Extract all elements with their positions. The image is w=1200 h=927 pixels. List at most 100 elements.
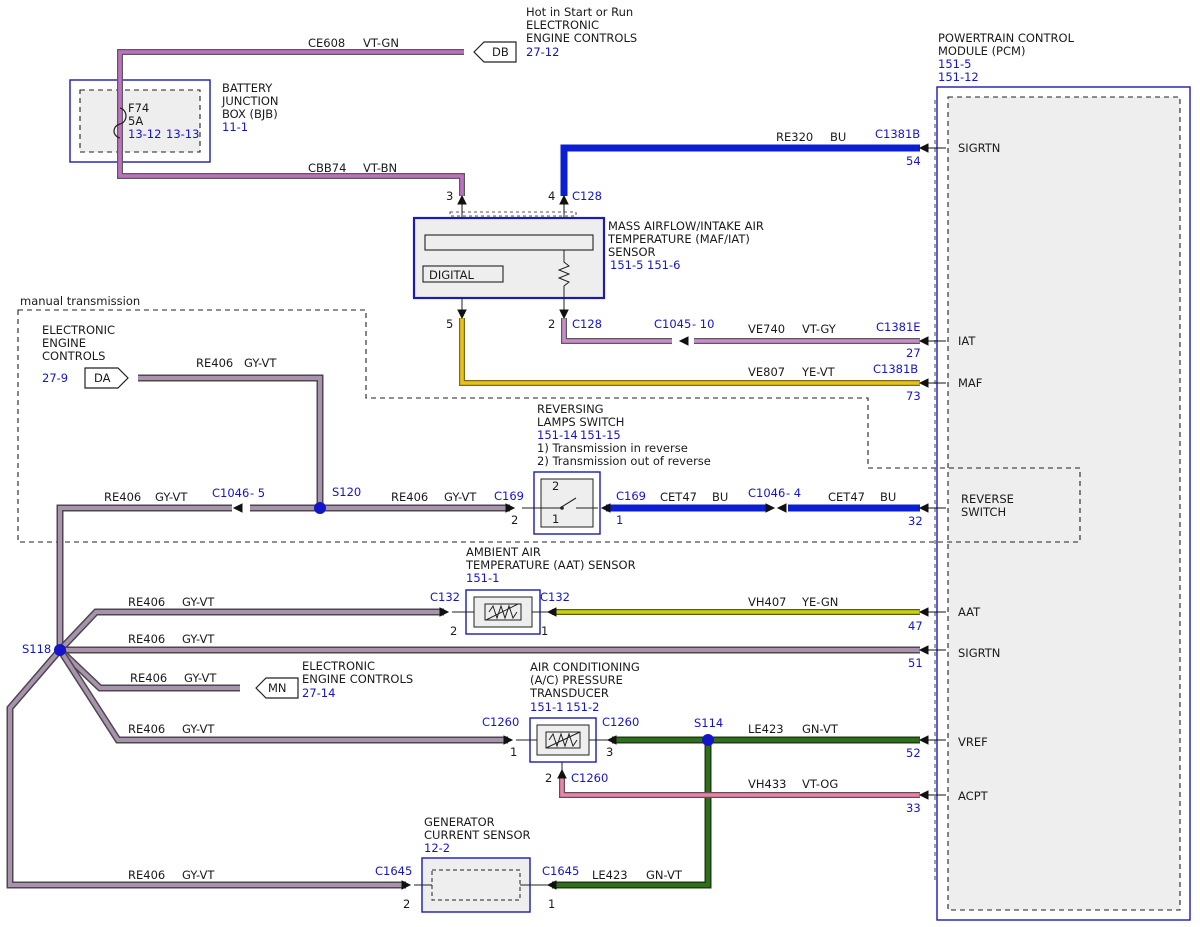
db-tag-label: DB	[492, 45, 509, 59]
pcm-pin-acpt: ACPT	[958, 789, 989, 803]
wire-re320-color: BU	[830, 130, 846, 144]
pcm-pin-maf: MAF	[958, 376, 982, 390]
wire-re406-aat	[57, 608, 444, 653]
wire-cbb74-color: VT-BN	[363, 161, 397, 175]
pcm-pin-iat: IAT	[958, 334, 976, 348]
c132-right-pin: 1	[541, 624, 548, 638]
wire-re406-left-color: GY-VT	[155, 490, 188, 504]
wire-re406-gen-color: GY-VT	[182, 868, 215, 882]
c132-left-pin: 2	[450, 624, 457, 638]
aat-ref: 151-1	[466, 571, 499, 585]
wire-vh407-color: YE-GN	[801, 595, 838, 609]
c1381b-54-name: C1381B	[875, 127, 920, 141]
wire-re406-da-circuit: RE406	[196, 356, 233, 370]
pcm-title-line1: POWERTRAIN CONTROL	[938, 31, 1075, 45]
bjb-ref-a: 13-12	[128, 127, 161, 141]
eec-mn-ref: 27-14	[302, 686, 335, 700]
wire-re406-ac-color: GY-VT	[182, 722, 215, 736]
c1645-left-pin: 2	[403, 897, 410, 911]
eec-da-line3: CONTROLS	[42, 349, 105, 363]
splice-s120-label: S120	[332, 485, 361, 499]
c1381e-pin: 27	[906, 346, 921, 360]
splice-s120	[314, 502, 326, 514]
pcm-ref1: 151-5	[938, 57, 971, 71]
pin-52: 52	[906, 746, 921, 760]
wire-le423-a-circuit: LE423	[748, 722, 784, 736]
pin-47: 47	[908, 619, 923, 633]
wire-cet47-b-color: BU	[880, 490, 896, 504]
pcm-pin-reverse1: REVERSE	[961, 492, 1014, 506]
reversing-note2: 2) Transmission out of reverse	[537, 454, 711, 468]
ac-title-line1: AIR CONDITIONING	[530, 660, 640, 674]
bjb-title-line1: BATTERY	[222, 81, 273, 95]
eec-mn-line2: ENGINE CONTROLS	[302, 672, 413, 686]
switch-pos-2: 2	[552, 479, 559, 493]
eec-da-ref: 27-9	[42, 371, 68, 385]
bjb-ref: 11-1	[222, 120, 248, 134]
c1045-name: C1045	[654, 317, 691, 331]
ac-ref-b: 151-2	[566, 700, 599, 714]
pcm-module-inner	[947, 96, 1181, 911]
wire-re406-left-circuit: RE406	[104, 490, 141, 504]
manual-transmission-region	[17, 309, 1081, 543]
ac-ref-a: 151-1	[530, 700, 563, 714]
wire-ve807-circuit: VE807	[748, 365, 785, 379]
maf-title-line2: TEMPERATURE (MAF/IAT)	[607, 232, 750, 246]
top-note-line3: ENGINE CONTROLS	[526, 31, 637, 45]
maf-ref-a: 151-5	[610, 258, 643, 272]
c1046-4-name: C1046	[748, 486, 785, 500]
reversing-note1: 1) Transmission in reverse	[537, 441, 688, 455]
pcm-pin-aat: AAT	[958, 605, 981, 619]
wire-re406-mid-circuit: RE406	[391, 490, 428, 504]
c169-right-pin: 1	[616, 513, 623, 527]
reversing-ref-a: 151-14	[537, 428, 578, 442]
generator-title-line2: CURRENT SENSOR	[424, 828, 531, 842]
switch-pos-1: 1	[552, 512, 559, 526]
ac-title-line2: (A/C) PRESSURE	[530, 673, 623, 687]
top-note-line1: Hot in Start or Run	[526, 5, 633, 19]
c132-left-name: C132	[430, 590, 460, 604]
db-connector-tag	[473, 41, 517, 63]
wire-ve740-color: VT-GY	[802, 322, 837, 336]
maf-pin5: 5	[446, 317, 453, 331]
aat-title-line1: AMBIENT AIR	[466, 545, 541, 559]
bjb-title-line2: JUNCTION	[221, 94, 279, 108]
maf-c128-bottom: C128	[572, 317, 602, 331]
splice-s114-label: S114	[694, 716, 723, 730]
connector-arrows	[232, 143, 946, 890]
c1046-4-pin: - 4	[786, 486, 801, 500]
c1381e-name: C1381E	[876, 320, 921, 334]
wire-le423-b-circuit: LE423	[592, 868, 628, 882]
splice-s118	[54, 644, 66, 656]
ac-title-line3: TRANSDUCER	[529, 686, 609, 700]
c1260-bottom-name: C1260	[571, 771, 608, 785]
maf-ref-b: 151-6	[647, 258, 680, 272]
maf-title-line1: MASS AIRFLOW/INTAKE AIR	[608, 219, 764, 233]
maf-pin4: 4	[548, 189, 555, 203]
bjb-ref-b: 13-13	[166, 127, 199, 141]
aat-title-line2: TEMPERATURE (AAT) SENSOR	[465, 558, 636, 572]
pin-51: 51	[908, 656, 923, 670]
wire-ve740-circuit: VE740	[748, 322, 785, 336]
pcm-title-line2: MODULE (PCM)	[938, 44, 1025, 58]
c1046-5-pin: - 5	[250, 486, 265, 500]
wire-re406-sig-color: GY-VT	[182, 632, 215, 646]
pcm-ref2: 151-12	[938, 70, 979, 84]
wire-le423-a-color: GN-VT	[802, 722, 839, 736]
wire-cbb74-circuit: CBB74	[308, 161, 346, 175]
wire-re406-gen-circuit: RE406	[128, 868, 165, 882]
c1645-right-pin: 1	[548, 897, 555, 911]
mn-tag-label: MN	[268, 681, 287, 695]
pin-32: 32	[908, 514, 923, 528]
pcm-pin-sigrtn1: SIGRTN	[958, 141, 1000, 155]
wire-re406-ac-circuit: RE406	[128, 722, 165, 736]
da-connector-tag	[84, 367, 129, 389]
c1045-pin: - 10	[692, 317, 714, 331]
fuse-label: F74	[128, 101, 149, 115]
wire-le423-b-color: GN-VT	[646, 868, 683, 882]
generator-ref: 12-2	[424, 841, 450, 855]
pin-33: 33	[906, 801, 921, 815]
bjb-box	[69, 79, 211, 163]
wire-re406-aat-circuit: RE406	[128, 595, 165, 609]
